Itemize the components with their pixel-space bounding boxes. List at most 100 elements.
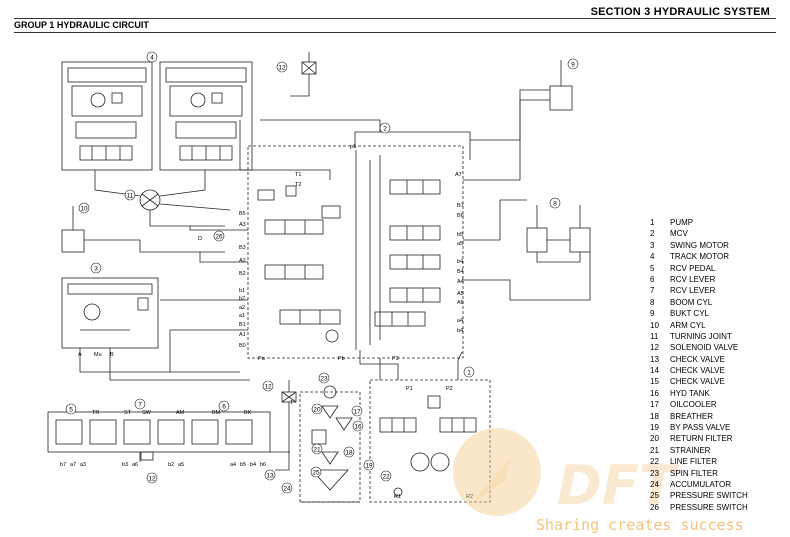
svg-text:B5: B5 — [239, 211, 246, 217]
svg-text:b2: b2 — [168, 462, 174, 468]
legend-item-number: 19 — [650, 423, 659, 433]
callout-13: 13 — [264, 469, 276, 481]
callout-26: 26 — [213, 230, 225, 242]
svg-text:12: 12 — [148, 476, 156, 483]
callout-1: 1 — [463, 366, 475, 378]
svg-text:a2: a2 — [239, 305, 245, 311]
callout-19: 19 — [363, 459, 375, 471]
legend-item: 8 BOOM CYL — [650, 297, 790, 308]
svg-text:9: 9 — [571, 62, 575, 69]
svg-text:A2: A2 — [239, 258, 246, 264]
legend-item-label: SWING MOTOR — [670, 240, 729, 250]
legend-item-label: CHECK VALVE — [670, 366, 725, 376]
legend-item-number: 8 — [650, 297, 655, 307]
svg-text:b6: b6 — [260, 462, 266, 468]
legend-item-label: LINE FILTER — [670, 457, 717, 467]
legend-item-number: 14 — [650, 366, 659, 376]
legend-item-number: 20 — [650, 434, 659, 444]
legend-item: 11 TURNING JOINT — [650, 331, 790, 342]
legend-item-label: BOOM CYL — [670, 297, 713, 307]
svg-text:b2: b2 — [239, 296, 245, 302]
svg-text:TR: TR — [92, 410, 99, 416]
callout-11: 11 — [124, 189, 136, 201]
callout-4: 4 — [146, 51, 158, 63]
callout-9: 9 — [567, 58, 579, 70]
svg-text:1: 1 — [467, 370, 471, 377]
svg-text:B7: B7 — [457, 203, 464, 209]
callout-20: 20 — [311, 403, 323, 415]
group-title: GROUP 1 HYDRAULIC CIRCUIT — [14, 20, 149, 30]
svg-text:a4: a4 — [457, 318, 463, 324]
callout-3: 3 — [90, 262, 102, 274]
legend-item-number: 11 — [650, 331, 659, 341]
rcv-labels: TR ST SW AM BM BK b7 a7 a3 b3 a6 b2 a5 a… — [60, 410, 266, 468]
svg-text:5: 5 — [69, 407, 73, 414]
legend-item: 26 PRESSURE SWITCH — [650, 502, 790, 513]
legend-item-label: BY PASS VALVE — [670, 423, 731, 433]
legend-item-number: 23 — [650, 468, 659, 478]
svg-text:SW: SW — [142, 410, 152, 416]
svg-text:B2: B2 — [239, 271, 246, 277]
callout-25: 25 — [310, 466, 322, 478]
svg-text:20: 20 — [313, 407, 321, 414]
legend-item-label: RCV LEVER — [670, 274, 716, 284]
legend-item-number: 2 — [650, 229, 655, 239]
track-motor-left — [61, 61, 153, 171]
legend-item-number: 17 — [650, 400, 659, 410]
svg-text:b5: b5 — [457, 232, 463, 238]
legend-item-label: ARM CYL — [670, 320, 706, 330]
legend-item-number: 15 — [650, 377, 659, 387]
svg-text:B6: B6 — [457, 213, 464, 219]
svg-text:b7: b7 — [60, 462, 66, 468]
svg-text:26: 26 — [215, 234, 223, 241]
main-control-valve — [240, 131, 471, 359]
svg-text:4: 4 — [150, 55, 154, 62]
legend-item-number: 3 — [650, 240, 655, 250]
svg-text:T1: T1 — [295, 172, 301, 178]
svg-text:19: 19 — [365, 463, 373, 470]
callout-8: 8 — [549, 197, 561, 209]
svg-text:A: A — [78, 352, 82, 358]
legend-item-label: PRESSURE SWITCH — [670, 502, 748, 512]
legend-item-label: TURNING JOINT — [670, 331, 732, 341]
legend-item: 14 CHECK VALVE — [650, 365, 790, 376]
svg-text:12: 12 — [278, 65, 286, 72]
legend-item-number: 18 — [650, 411, 659, 421]
legend-item-label: PRESSURE SWITCH — [670, 491, 748, 501]
callout-10: 10 — [78, 202, 90, 214]
svg-text:B4: B4 — [457, 269, 464, 275]
mcv-port-labels: B5 A3 B3 A2 B2 b1 b2 a2 a1 B1 A1 B0 A7 B… — [239, 172, 464, 349]
svg-text:b4: b4 — [457, 328, 463, 334]
group-header-bar: GROUP 1 HYDRAULIC CIRCUIT — [14, 18, 776, 33]
svg-text:B3: B3 — [239, 245, 246, 251]
legend-item-number: 26 — [650, 502, 659, 512]
callout-12b: 12 — [262, 380, 274, 392]
svg-text:A7: A7 — [455, 172, 462, 178]
svg-text:A1: A1 — [239, 332, 246, 338]
legend-item: 3 SWING MOTOR — [650, 240, 790, 251]
watermark-tagline: Sharing creates success — [536, 516, 744, 534]
bucket-cylinder — [470, 60, 573, 141]
svg-text:p1: p1 — [350, 144, 356, 150]
svg-text:22: 22 — [382, 474, 390, 481]
callout-16: 16 — [352, 420, 364, 432]
legend-item-label: BREATHER — [670, 411, 713, 421]
turning-joint — [94, 170, 231, 227]
svg-text:a7: a7 — [70, 462, 76, 468]
svg-text:a5: a5 — [178, 462, 184, 468]
legend-item-label: SPIN FILTER — [670, 468, 718, 478]
legend-item-label: BUKT CYL — [670, 309, 709, 319]
svg-text:BM: BM — [212, 410, 221, 416]
callout-12a: 12 — [276, 61, 288, 73]
hydraulic-tank — [299, 385, 361, 503]
